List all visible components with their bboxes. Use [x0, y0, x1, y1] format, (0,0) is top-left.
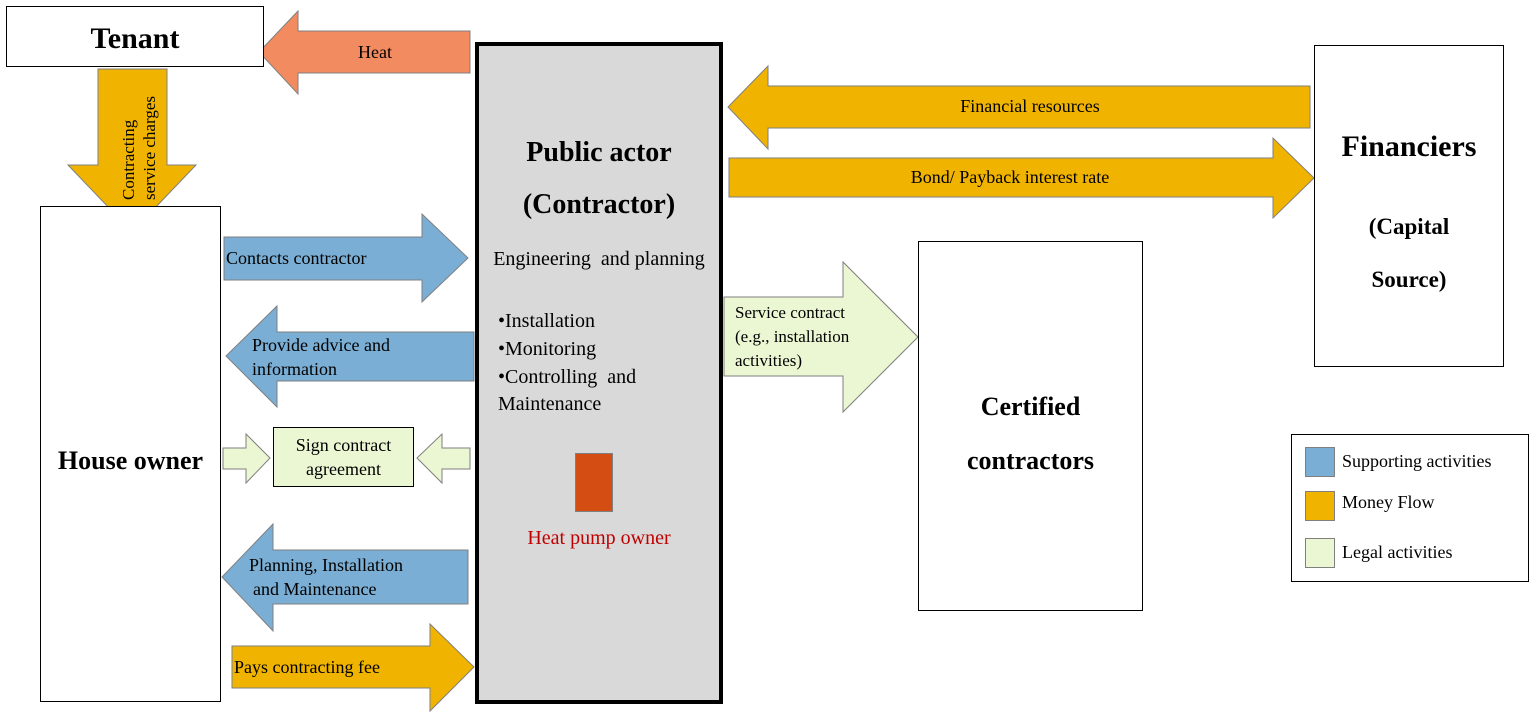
- legend-label-legal: Legal activities: [1342, 542, 1453, 562]
- pays-fee-label: Pays contracting fee: [234, 657, 380, 677]
- public-actor-box: [475, 42, 723, 704]
- service-contract-line1: Service contract: [735, 303, 845, 322]
- public-actor-subtitle: (Contractor): [522, 189, 676, 220]
- house-owner-label: House owner: [57, 446, 204, 475]
- financiers-capital: (Capital: [1368, 214, 1450, 239]
- bullet-installation: •Installation: [498, 310, 595, 332]
- contracting-line2: service charges: [140, 96, 159, 200]
- legend-label-supporting: Supporting activities: [1342, 451, 1492, 471]
- heat-pump-owner-label: Heat pump owner: [527, 527, 671, 549]
- planning-line2: and Maintenance: [253, 579, 377, 599]
- bullet-monitoring: •Monitoring: [498, 338, 597, 360]
- provide-advice-line1: Provide advice and: [252, 335, 390, 355]
- planning-installation-arrow: [221, 522, 469, 633]
- tenant-label: Tenant: [90, 22, 180, 55]
- public-actor-title: Public actor: [526, 137, 672, 168]
- certified-line1: Certified: [980, 392, 1081, 421]
- engineering-planning-text: Engineering and planning: [493, 248, 705, 270]
- provide-advice-arrow: [225, 304, 475, 409]
- planning-line1: Planning, Installation: [249, 555, 403, 575]
- legend-swatch-legal: [1305, 538, 1335, 568]
- tenant-box: [6, 6, 264, 67]
- contacts-contractor-arrow: [223, 212, 469, 304]
- provide-advice-line2: information: [252, 359, 337, 379]
- certified-contractors-box: [918, 241, 1143, 611]
- legend-label-money: Money Flow: [1342, 492, 1435, 512]
- sign-contract-right-arrow: [416, 432, 471, 485]
- pays-contracting-fee-arrow: [231, 622, 475, 713]
- heat-label: Heat: [358, 42, 392, 62]
- bond-payback-arrow: [728, 136, 1315, 220]
- contracting-service-charges-arrow: [66, 68, 198, 233]
- legend-swatch-supporting: [1305, 447, 1335, 477]
- bond-label: Bond/ Payback interest rate: [910, 167, 1110, 187]
- legend-swatch-money: [1305, 491, 1335, 521]
- contacts-contractor-label: Contacts contractor: [226, 248, 367, 268]
- certified-line2: contractors: [966, 446, 1095, 475]
- contracting-line1: Contracting: [119, 119, 138, 200]
- sign-contract-left-arrow: [222, 432, 271, 485]
- sign-contract-box: [273, 427, 414, 487]
- financiers-box: [1314, 45, 1504, 367]
- house-owner-box: [40, 206, 221, 702]
- financiers-source: Source): [1371, 267, 1447, 292]
- contracting-label: Contracting service charges: [118, 96, 160, 200]
- service-contract-line2: (e.g., installation: [735, 327, 850, 346]
- bullet-maintenance: Maintenance: [498, 393, 602, 415]
- sign-contract-line2: agreement: [306, 459, 381, 479]
- heat-pump-icon: [575, 453, 613, 512]
- heat-arrow: [258, 9, 471, 96]
- sign-contract-line1: Sign contract: [295, 435, 392, 455]
- financial-resources-label: Financial resources: [960, 96, 1100, 116]
- bullet-controlling: •Controlling and: [498, 366, 637, 388]
- financiers-title: Financiers: [1341, 130, 1477, 163]
- financial-resources-arrow: [727, 64, 1311, 151]
- service-contract-line3: activities): [735, 351, 803, 370]
- service-contract-arrow: [723, 260, 919, 414]
